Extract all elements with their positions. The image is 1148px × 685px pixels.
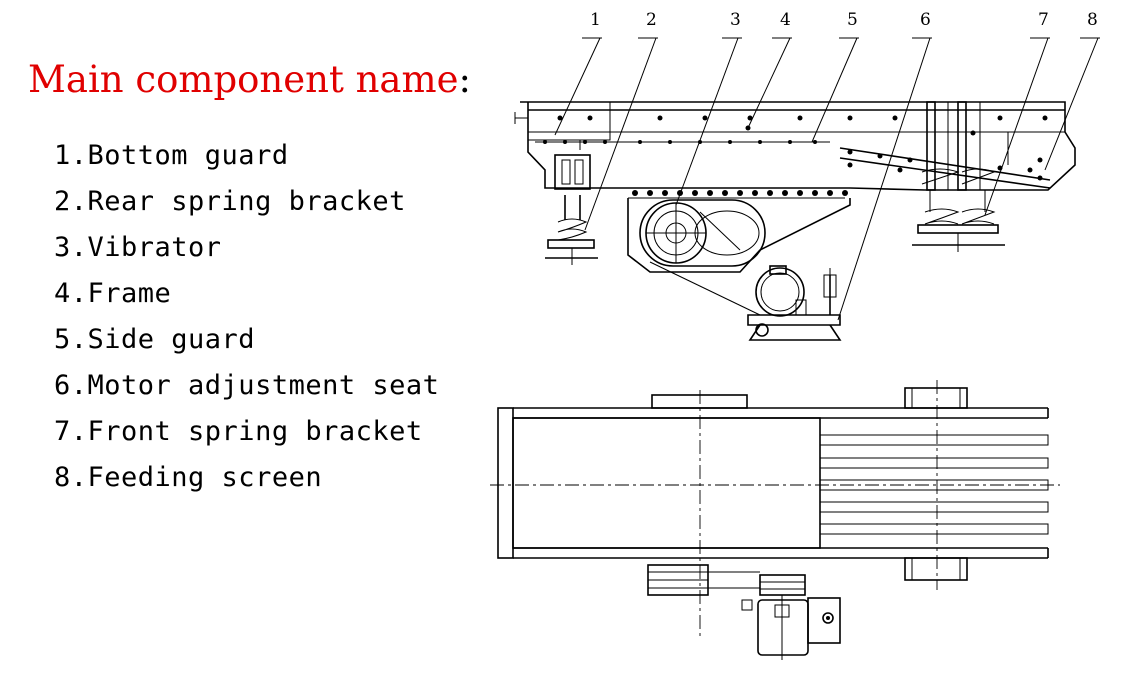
leader-number-3: 3 [730, 10, 741, 30]
screen-bars-plan [819, 434, 1049, 535]
leader-number-6: 6 [920, 10, 931, 30]
motor-assembly [747, 265, 842, 341]
legend-item-front-spring-bracket: 7.Front spring bracket [54, 416, 423, 447]
legend-item-vibrator: 3.Vibrator [54, 232, 222, 263]
leader-number-8: 8 [1087, 10, 1098, 30]
legend-item-bottom-guard: 1.Bottom guard [54, 140, 289, 171]
leader-number-5: 5 [847, 10, 858, 30]
vibrator-housing [627, 198, 851, 316]
component-legend: 1.Bottom guard 2.Rear spring bracket 3.V… [54, 136, 439, 504]
leader-number-2: 2 [646, 10, 657, 30]
title-text: Main component name [28, 58, 459, 101]
legend-item-rear-spring-bracket: 2.Rear spring bracket [54, 186, 406, 217]
legend-item-motor-adjustment-seat: 6.Motor adjustment seat [54, 370, 440, 401]
leader-number-4: 4 [780, 10, 791, 30]
leader-number-7: 7 [1038, 10, 1049, 30]
bottom-rivets [632, 190, 848, 196]
front-spring-bracket [912, 168, 1005, 252]
legend-item-feeding-screen: 8.Feeding screen [54, 462, 323, 493]
side-guard-rivets [543, 140, 817, 144]
legend-item-frame: 4.Frame [54, 278, 172, 309]
leader-number-1: 1 [590, 10, 601, 30]
top-plan-view [490, 380, 1060, 660]
front-columns-plan [904, 380, 968, 590]
legend-item-side-guard: 5.Side guard [54, 324, 256, 355]
title-colon: : [458, 58, 471, 101]
side-elevation-view: 1 2 3 4 5 6 7 8 [514, 10, 1100, 341]
rear-spring-bracket [545, 154, 598, 265]
diagram-title: Main component name: [28, 58, 471, 101]
feeding-screen-bars [839, 147, 1051, 189]
motor-plan [741, 595, 841, 660]
drive-belt-plan [647, 564, 806, 596]
part-leaders: 1 2 3 4 5 6 7 8 [554, 10, 1100, 321]
